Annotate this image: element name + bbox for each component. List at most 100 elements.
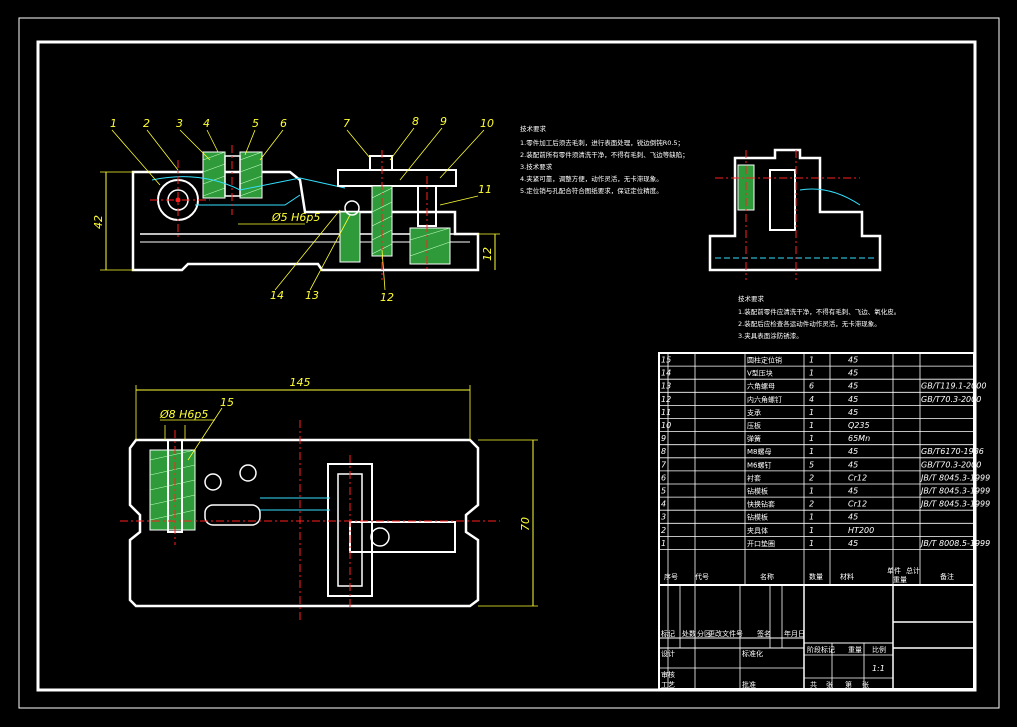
dim-height-70: 70 <box>519 517 532 531</box>
parts-cell-no: 15 <box>661 356 671 365</box>
tb-label-approve: 批准 <box>742 680 756 689</box>
parts-cell-no: 14 <box>661 369 671 378</box>
parts-cell-std: GB/T70.3-2000 <box>921 395 981 404</box>
notes-top-line-5: 5.定位销与孔配合符合图纸要求，保证定位精度。 <box>520 186 663 195</box>
parts-cell-no: 12 <box>661 395 671 404</box>
parts-cell-qty: 1 <box>809 434 814 443</box>
parts-cell-no: 7 <box>661 460 667 469</box>
parts-cell-mat: 45 <box>848 447 858 456</box>
front-view: 42 12 Ø5 H6p5 <box>92 145 500 280</box>
parts-cell-mat: 45 <box>848 487 858 496</box>
tb-label-change: 更改文件号 <box>708 629 743 638</box>
parts-cell-name: 夹具体 <box>747 526 768 535</box>
parts-cell-no: 5 <box>661 487 666 496</box>
side-view <box>708 148 882 280</box>
parts-cell-qty: 1 <box>809 447 814 456</box>
parts-cell-std: JB/T 8045.3-1999 <box>919 500 990 509</box>
tb-label-count: 处数 <box>682 629 696 638</box>
header-no: 序号 <box>664 572 678 581</box>
parts-cell-std: JB/T 8045.3-1999 <box>919 487 990 496</box>
parts-cell-name: 压板 <box>747 421 761 430</box>
notes-top-line-2: 2.装配前所有零件须清洗干净，不得有毛刺、飞边等缺陷； <box>520 150 689 159</box>
dim-height-42: 42 <box>92 215 105 229</box>
parts-table-row: 8 M8螺母 1 45 GB/T6170-1986 <box>661 447 984 456</box>
parts-cell-qty: 5 <box>809 460 814 469</box>
parts-cell-no: 6 <box>661 473 666 482</box>
parts-cell-qty: 1 <box>809 369 814 378</box>
parts-cell-qty: 2 <box>809 473 814 482</box>
header-weight: 重量 <box>893 576 907 584</box>
notes-top: 技术要求 1.零件加工后须去毛刺，进行表面处理，锐边倒钝R0.5； 2.装配前所… <box>520 124 689 195</box>
callout-2: 2 <box>143 117 150 130</box>
parts-table-row: 10 压板 1 Q235 <box>661 421 870 430</box>
parts-cell-name: 弹簧 <box>747 434 761 443</box>
parts-cell-qty: 1 <box>809 513 814 522</box>
parts-cell-mat: 45 <box>848 513 858 522</box>
parts-cell-std: JB/T 8045.3-1999 <box>919 473 990 482</box>
header-remark: 备注 <box>940 572 954 581</box>
header-code: 代号 <box>695 572 709 581</box>
parts-cell-mat: 45 <box>848 382 858 391</box>
parts-cell-name: 快换钻套 <box>747 500 775 509</box>
parts-cell-qty: 1 <box>809 356 814 365</box>
tb-label-process: 工艺 <box>661 681 675 689</box>
tb-label-sign: 签名 <box>757 629 771 638</box>
parts-cell-mat: 45 <box>848 395 858 404</box>
parts-cell-qty: 1 <box>809 526 814 535</box>
tb-sheet-unit1: 张 <box>826 680 833 689</box>
parts-table-row: 14 V型压块 1 45 <box>661 369 858 378</box>
tb-label-date: 年月日 <box>784 629 805 638</box>
parts-cell-qty: 1 <box>809 421 814 430</box>
header-qty: 数量 <box>809 572 823 581</box>
parts-cell-name: 支承 <box>747 408 761 417</box>
parts-cell-name: 开口垫圈 <box>747 539 775 548</box>
tb-sheet-no: 第 <box>845 680 852 689</box>
parts-cell-qty: 4 <box>809 395 814 404</box>
parts-cell-qty: 1 <box>809 487 814 496</box>
tb-label-design: 设计 <box>661 649 675 658</box>
callout-10: 10 <box>480 117 494 130</box>
parts-cell-no: 11 <box>661 408 671 417</box>
tb-label-weight: 重量 <box>848 646 862 654</box>
header-wt2: 总计 <box>906 566 920 575</box>
parts-cell-no: 8 <box>661 447 666 456</box>
callout-9: 9 <box>440 115 447 128</box>
parts-cell-name: 内六角螺钉 <box>747 395 782 404</box>
front-callouts: 1 2 3 4 5 6 7 8 9 10 11 12 13 14 <box>110 115 494 304</box>
parts-cell-qty: 1 <box>809 539 814 548</box>
callout-1: 1 <box>110 117 117 130</box>
callout-3: 3 <box>176 117 183 130</box>
tb-label-scale: 比例 <box>872 645 886 654</box>
parts-cell-no: 4 <box>661 500 666 509</box>
parts-cell-std: GB/T6170-1986 <box>921 447 984 456</box>
parts-cell-mat: 45 <box>848 369 858 378</box>
parts-cell-std: GB/T70.3-2000 <box>921 460 981 469</box>
parts-cell-no: 9 <box>661 434 666 443</box>
parts-cell-no: 13 <box>661 382 671 391</box>
tb-label-review: 审核 <box>661 670 675 679</box>
callout-7: 7 <box>343 117 350 130</box>
parts-cell-no: 10 <box>661 421 671 430</box>
parts-table-row: 12 内六角螺钉 4 45 GB/T70.3-2000 <box>661 395 981 404</box>
parts-cell-qty: 2 <box>809 500 814 509</box>
parts-cell-name: V型压块 <box>747 369 773 378</box>
header-wt1: 单件 <box>887 566 901 575</box>
notes-mid-line-1: 1.装配前零件应清洗干净，不得有毛刺、飞边、氧化皮。 <box>738 307 900 316</box>
parts-cell-no: 3 <box>661 513 666 522</box>
notes-top-line-4: 4.夹紧可靠，调整方便，动作灵活，无卡滞现象。 <box>520 174 663 183</box>
dim-height-12: 12 <box>481 247 494 261</box>
tb-scale-value: 1:1 <box>872 664 885 673</box>
parts-cell-name: M8螺母 <box>747 447 772 456</box>
parts-cell-mat: Q235 <box>848 421 870 430</box>
tb-label-std: 标准化 <box>742 649 763 658</box>
parts-cell-name: 钻模板 <box>747 513 768 522</box>
notes-mid-line-2: 2.装配后应检查各运动件动作灵活，无卡滞现象。 <box>738 319 881 328</box>
